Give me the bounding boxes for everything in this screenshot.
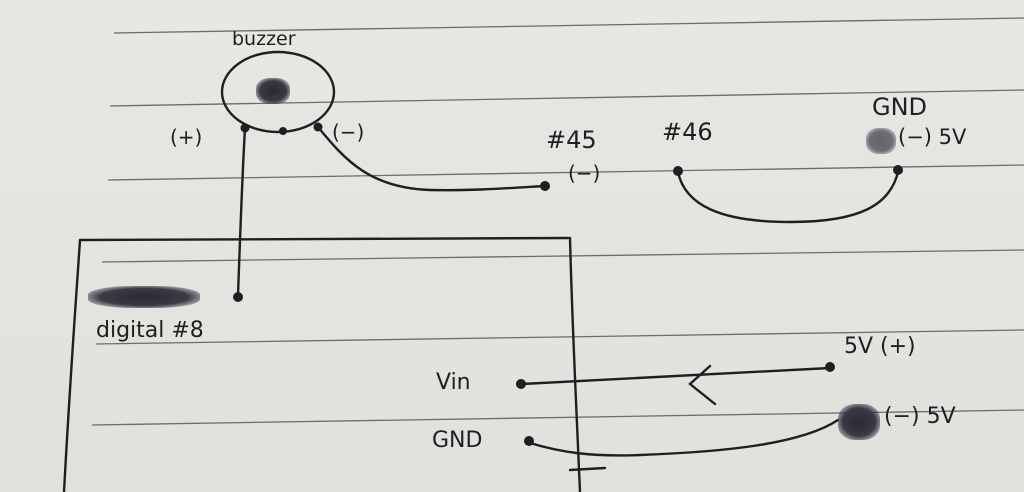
gnd-board-label: GND — [432, 428, 483, 453]
buzzer-minus-label: (−) — [332, 120, 365, 144]
arrow-icon — [688, 364, 717, 406]
terminal-gnd-top — [893, 165, 903, 175]
gnd-top-sub-label: (−) 5V — [898, 125, 967, 149]
terminal-5v-plus — [825, 362, 835, 372]
terminals — [233, 165, 903, 446]
buzzer-scribble — [256, 78, 290, 104]
wire-5v-to-vin — [520, 366, 832, 386]
buzzer-label: buzzer — [232, 28, 296, 50]
terminal-digital-8 — [233, 292, 243, 302]
board-scribble — [88, 286, 200, 308]
board-outline — [62, 236, 607, 492]
buzzer-plus-label: (+) — [170, 125, 203, 149]
wire-minus-to-45 — [316, 125, 547, 192]
gnd-top-label: GND — [872, 93, 928, 121]
terminal-45 — [540, 181, 550, 191]
pin-45-label: #45 — [546, 126, 597, 154]
power-plus-label: 5V (+) — [844, 334, 916, 359]
pin-46-label: #46 — [662, 118, 713, 146]
power-minus-scribble — [838, 404, 880, 440]
digital-8-label: digital #8 — [96, 318, 204, 343]
terminal-46 — [673, 166, 683, 176]
wire-46-to-gnd — [676, 170, 900, 224]
terminal-gnd-board — [524, 436, 534, 446]
wires — [236, 125, 900, 457]
wire-gnd-to-5v-minus — [528, 418, 840, 457]
vin-label: Vin — [436, 370, 471, 395]
ruled-lines — [91, 17, 1024, 426]
power-minus-label: (−) 5V — [884, 404, 956, 429]
wire-plus-to-d8 — [236, 126, 247, 297]
terminal-vin — [516, 379, 526, 389]
pin-45-sub-label: (−) — [568, 161, 601, 185]
buzzer-body — [220, 50, 336, 134]
buzzer-pin-middle — [279, 127, 287, 135]
gnd-top-scribble — [866, 128, 896, 154]
